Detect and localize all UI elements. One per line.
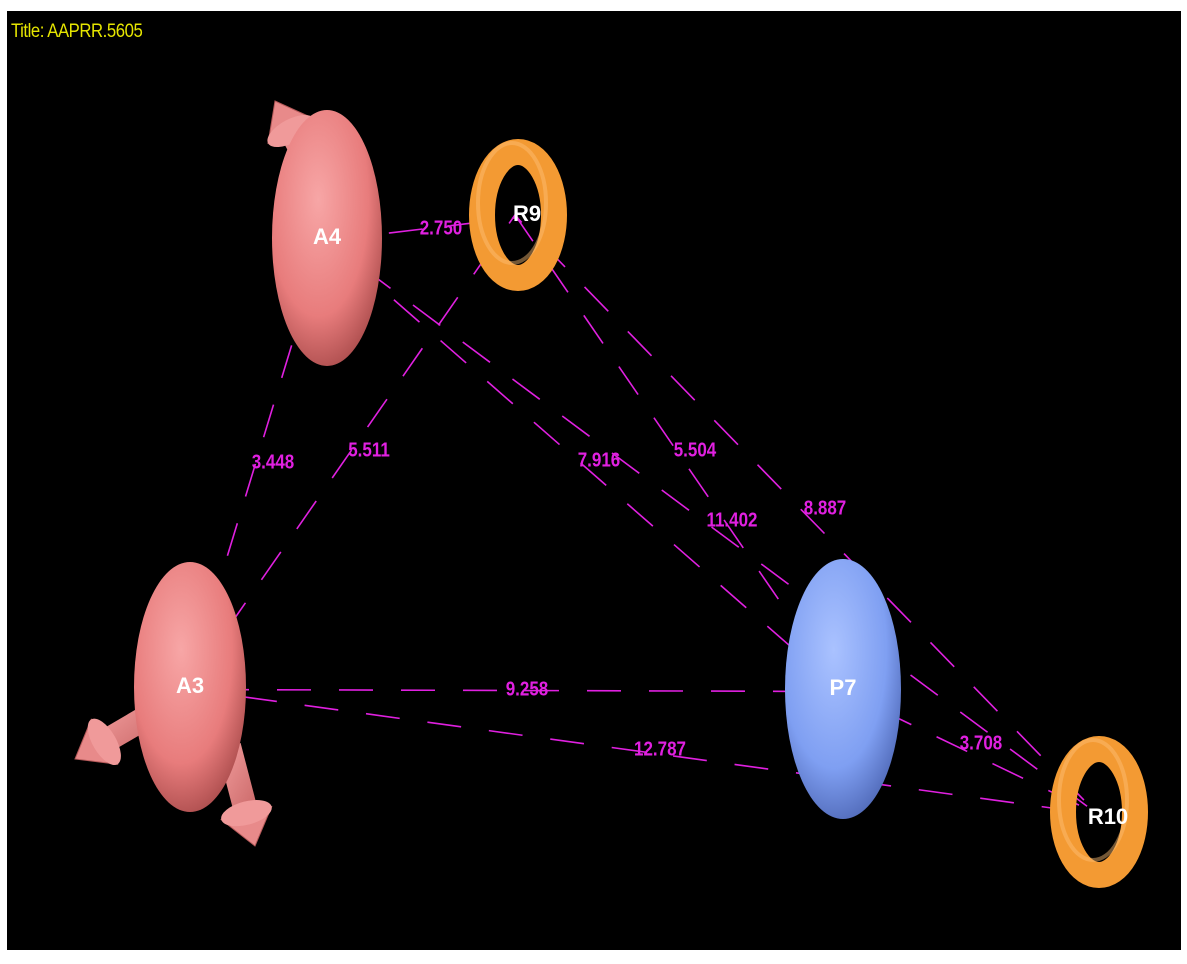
distance-label-r9-p7: 5.504 [674, 438, 717, 461]
node-label-p7: P7 [830, 675, 857, 700]
feature-objects [74, 100, 1148, 888]
node-label-a3: A3 [176, 673, 204, 698]
distance-line-r9-a3 [187, 213, 517, 687]
node-label-a4: A4 [313, 224, 342, 249]
scene-title: Title: AAPRR.5605 [11, 21, 143, 42]
node-p7[interactable] [785, 559, 901, 819]
distance-label-a4-r9: 2.750 [420, 216, 463, 239]
distance-line-r9-r10 [515, 216, 1098, 815]
distance-label-r9-r10: 8.887 [804, 496, 847, 519]
distance-label-p7-r10: 3.708 [960, 731, 1003, 754]
distance-line-a3-p7 [189, 688, 843, 693]
positive-sphere-icon [785, 559, 901, 819]
labels: 2.750 3.448 5.511 7.916 5.504 11.402 8.887 9.25… [176, 201, 1128, 829]
distance-label-a3-p7: 9.258 [506, 677, 549, 700]
node-r10[interactable] [1050, 736, 1148, 888]
distance-label-a3-r10: 12.787 [634, 737, 686, 760]
acceptor-sphere-icon [134, 562, 246, 812]
distance-label-r9-a3: 5.511 [348, 438, 390, 461]
node-label-r10: R10 [1088, 804, 1128, 829]
acceptor-sphere-icon [272, 110, 382, 366]
distance-line-a4-r10 [325, 239, 1098, 815]
pharmacophore-scene: 2.750 3.448 5.511 7.916 5.504 11.402 8.887 9.25… [74, 100, 1148, 888]
viewport: 2.750 3.448 5.511 7.916 5.504 11.402 8.887 9.25… [7, 11, 1181, 950]
ring-icon [469, 139, 567, 291]
distance-line-a3-r10 [189, 688, 1099, 816]
distance-label-a4-a3: 3.448 [252, 450, 295, 473]
node-a3[interactable] [134, 562, 246, 812]
ring-icon [1050, 736, 1148, 888]
distance-label-a4-r10: 11.402 [706, 508, 757, 531]
node-label-r9: R9 [513, 201, 541, 226]
node-r9[interactable] [469, 139, 567, 291]
distance-label-a4-p7: 7.916 [578, 448, 621, 471]
distance-line-a4-p7 [324, 239, 842, 692]
node-a4[interactable] [272, 110, 382, 366]
